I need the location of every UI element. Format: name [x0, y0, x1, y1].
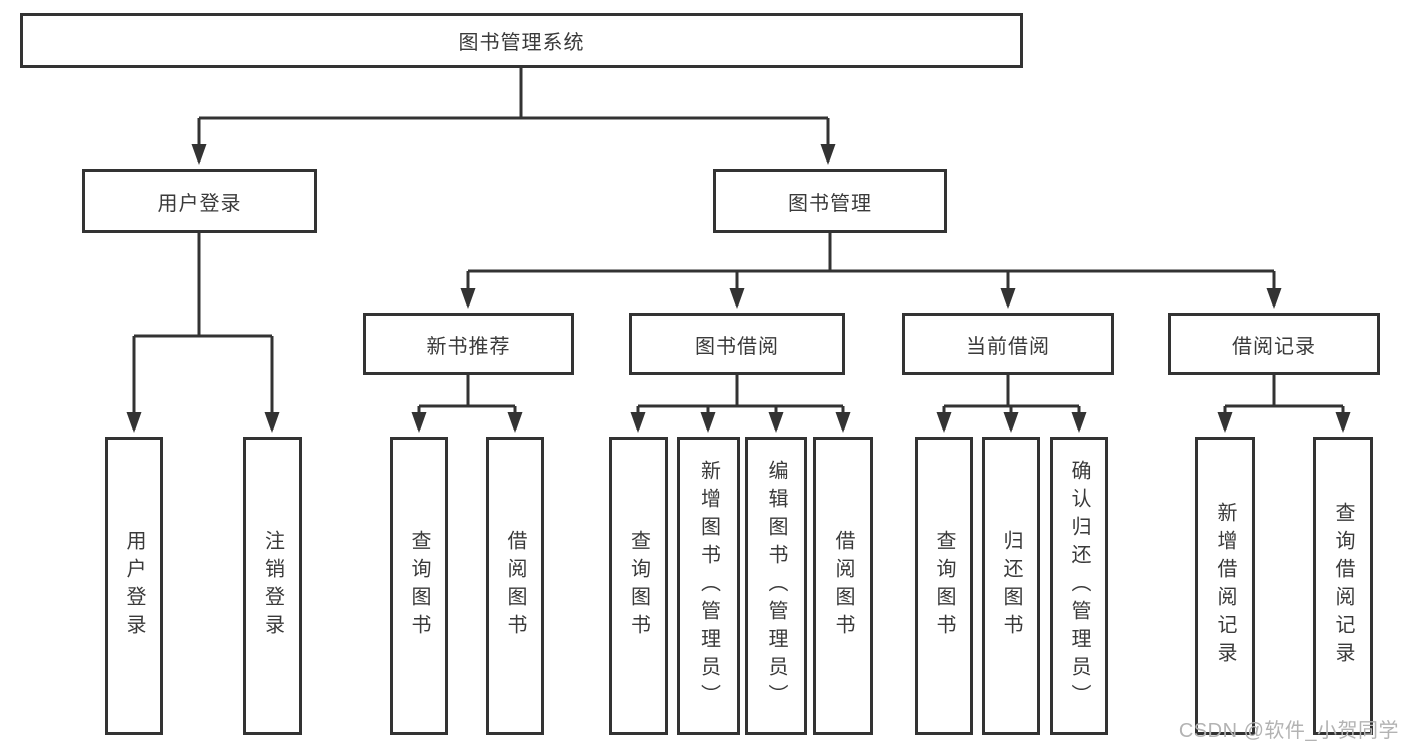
leaf-recommend-borrow-book-label: 借阅图书	[504, 530, 526, 642]
csdn-watermark: CSDN @软件_小贺同学	[1178, 720, 1399, 742]
node-user-login: 用户登录	[82, 169, 317, 233]
leaf-borrow-query-book-label: 查询图书	[627, 530, 650, 642]
node-book-management: 图书管理	[713, 169, 947, 233]
leaf-recommend-borrow-book: 借阅图书	[486, 437, 544, 735]
leaf-logout: 注销登录	[243, 437, 302, 735]
node-root-system: 图书管理系统	[20, 13, 1023, 68]
node-borrow-record-label: 借阅记录	[1232, 335, 1316, 358]
leaf-borrow-book-label: 借阅图书	[832, 530, 854, 642]
node-book-management-label: 图书管理	[788, 192, 872, 215]
leaf-add-borrow-record-label: 新增借阅记录	[1214, 502, 1236, 670]
connector-current-to-leaves	[936, 375, 1087, 433]
connector-mgmt-to-groups	[460, 233, 1282, 309]
node-new-book-recommend: 新书推荐	[363, 313, 574, 375]
leaf-recommend-query-book: 查询图书	[390, 437, 448, 735]
node-book-borrow-label: 图书借阅	[695, 335, 779, 358]
connector-record-to-leaves	[1217, 375, 1351, 433]
connector-recommend-to-leaves	[411, 375, 523, 433]
leaf-return-book-label: 归还图书	[1000, 530, 1022, 642]
node-user-login-label: 用户登录	[157, 192, 242, 215]
leaf-edit-book-admin: 编辑图书（管理员）	[745, 437, 807, 735]
node-book-borrow: 图书借阅	[629, 313, 845, 375]
node-root-system-label: 图书管理系统	[458, 32, 585, 54]
leaf-current-query-book: 查询图书	[915, 437, 973, 735]
leaf-confirm-return-admin-label: 确认归还（管理员）	[1068, 460, 1090, 712]
leaf-edit-book-admin-label: 编辑图书（管理员）	[765, 460, 787, 712]
connector-borrow-to-leaves	[630, 375, 851, 433]
leaf-query-borrow-record: 查询借阅记录	[1313, 437, 1373, 735]
leaf-recommend-query-book-label: 查询图书	[408, 530, 430, 642]
node-borrow-record: 借阅记录	[1168, 313, 1380, 375]
leaf-user-login-label: 用户登录	[123, 530, 145, 642]
node-current-borrow: 当前借阅	[902, 313, 1114, 375]
leaf-logout-label: 注销登录	[261, 530, 284, 642]
leaf-add-borrow-record: 新增借阅记录	[1195, 437, 1255, 735]
leaf-add-book-admin: 新增图书（管理员）	[677, 437, 740, 735]
connector-root-to-branches	[191, 68, 836, 165]
leaf-borrow-query-book: 查询图书	[609, 437, 668, 735]
leaf-confirm-return-admin: 确认归还（管理员）	[1050, 437, 1108, 735]
leaf-current-query-book-label: 查询图书	[933, 530, 955, 642]
leaf-query-borrow-record-label: 查询借阅记录	[1332, 502, 1354, 670]
leaf-borrow-book: 借阅图书	[813, 437, 873, 735]
connector-login-to-leaves	[126, 233, 280, 433]
leaf-add-book-admin-label: 新增图书（管理员）	[697, 460, 720, 712]
leaf-user-login: 用户登录	[105, 437, 163, 735]
node-new-book-recommend-label: 新书推荐	[426, 335, 511, 358]
node-current-borrow-label: 当前借阅	[966, 335, 1050, 358]
leaf-return-book: 归还图书	[982, 437, 1040, 735]
